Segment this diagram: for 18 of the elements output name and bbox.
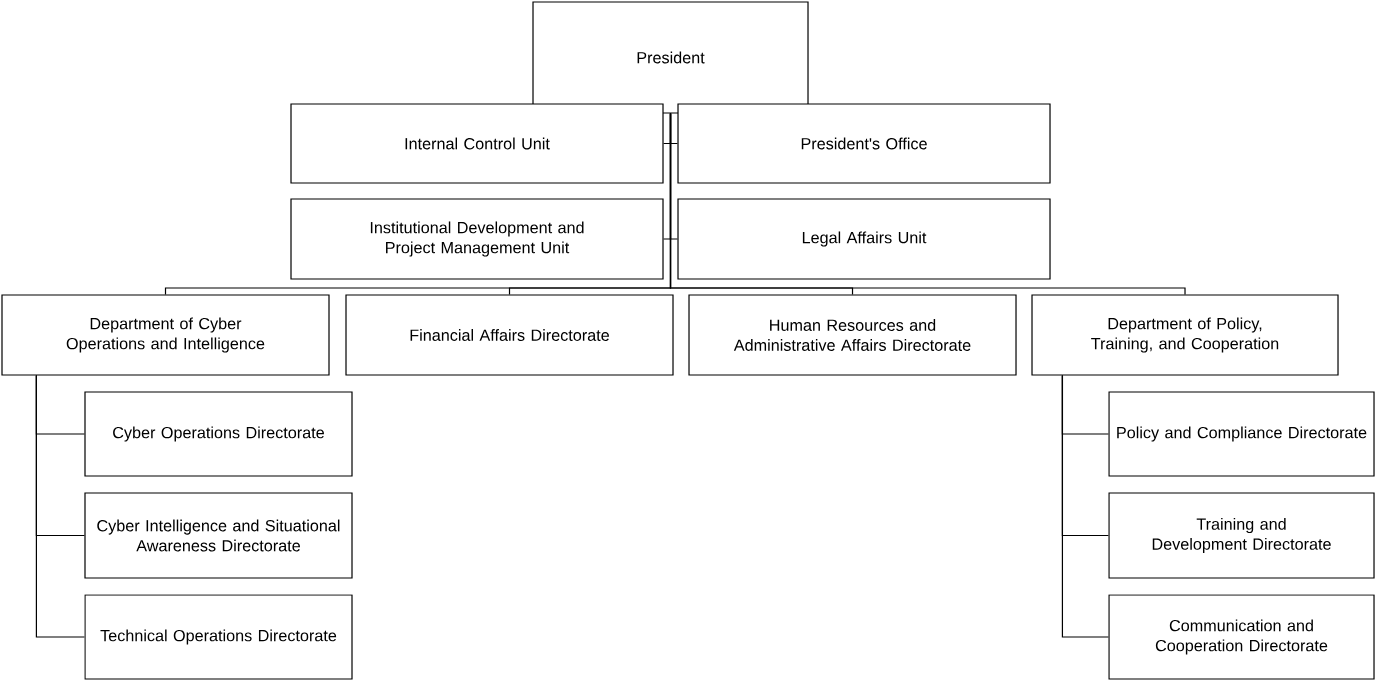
org-box: Communication and Cooperation Directorate	[1108, 594, 1375, 680]
org-box: Legal Affairs Unit	[677, 198, 1051, 280]
org-box: President's Office	[677, 103, 1051, 184]
org-box: Training and Development Directorate	[1108, 492, 1375, 579]
org-box: Department of Cyber Operations and Intelligence	[1, 294, 330, 376]
connector-line	[35, 375, 85, 638]
org-box: President	[532, 1, 809, 114]
org-box: Internal Control Unit	[290, 103, 664, 184]
org-box: Department of Policy, Training, and Cooperation	[1031, 294, 1339, 376]
org-box: Technical Operations Directorate	[84, 594, 353, 680]
org-box: Human Resources and Administrative Affairs Directorate	[688, 294, 1017, 376]
org-box: Cyber Operations Directorate	[84, 391, 353, 477]
connector-line	[669, 113, 1186, 295]
org-box: Policy and Compliance Directorate	[1108, 391, 1375, 477]
org-box: Institutional Development and Project Management Unit	[290, 198, 664, 280]
connector-line	[1061, 375, 1109, 638]
org-box: Financial Affairs Directorate	[345, 294, 674, 376]
org-box: Cyber Intelligence and Situational Awareness Directorate	[84, 492, 353, 579]
